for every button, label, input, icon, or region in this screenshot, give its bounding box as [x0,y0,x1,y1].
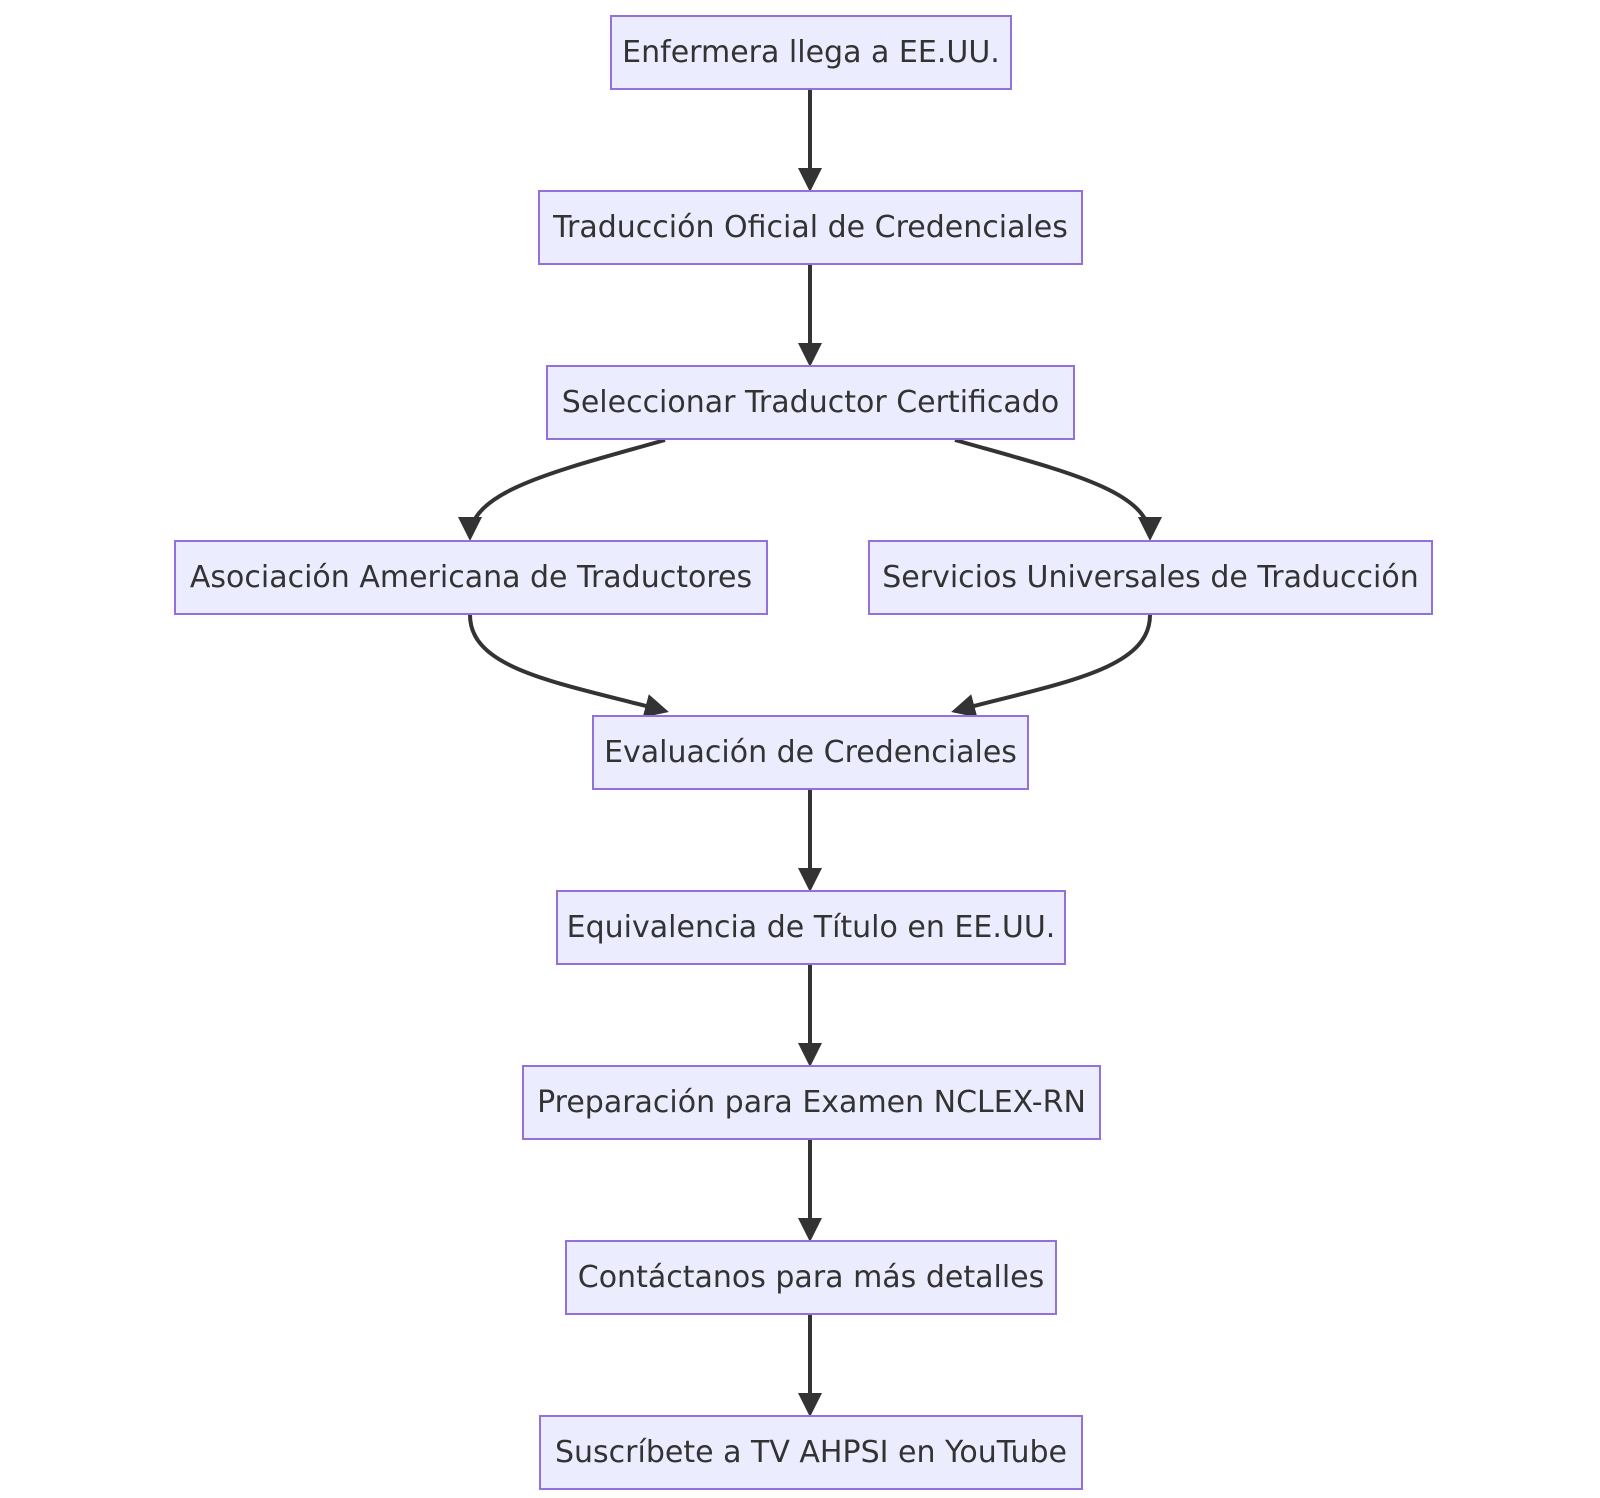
node-asociacion-americana[interactable]: Asociación Americana de Traductores [174,540,768,615]
node-evaluacion-credenciales[interactable]: Evaluación de Credenciales [592,715,1029,790]
node-preparacion-nclex[interactable]: Preparación para Examen NCLEX-RN [522,1065,1101,1140]
edge-n4-n6 [468,614,669,718]
edge-n3-n4 [458,438,666,541]
node-traduccion-oficial[interactable]: Traducción Oficial de Credenciales [538,190,1083,265]
edge-n3-n5 [954,438,1162,541]
node-enfermera-llega[interactable]: Enfermera llega a EE.UU. [610,15,1012,90]
node-equivalencia-titulo[interactable]: Equivalencia de Título en EE.UU. [556,890,1066,965]
node-contactanos[interactable]: Contáctanos para más detalles [565,1240,1057,1315]
node-servicios-universales[interactable]: Servicios Universales de Traducción [868,540,1433,615]
edge-n5-n6 [951,614,1152,718]
node-suscribete-youtube[interactable]: Suscríbete a TV AHPSI en YouTube [539,1415,1083,1490]
node-seleccionar-traductor[interactable]: Seleccionar Traductor Certificado [546,365,1075,440]
